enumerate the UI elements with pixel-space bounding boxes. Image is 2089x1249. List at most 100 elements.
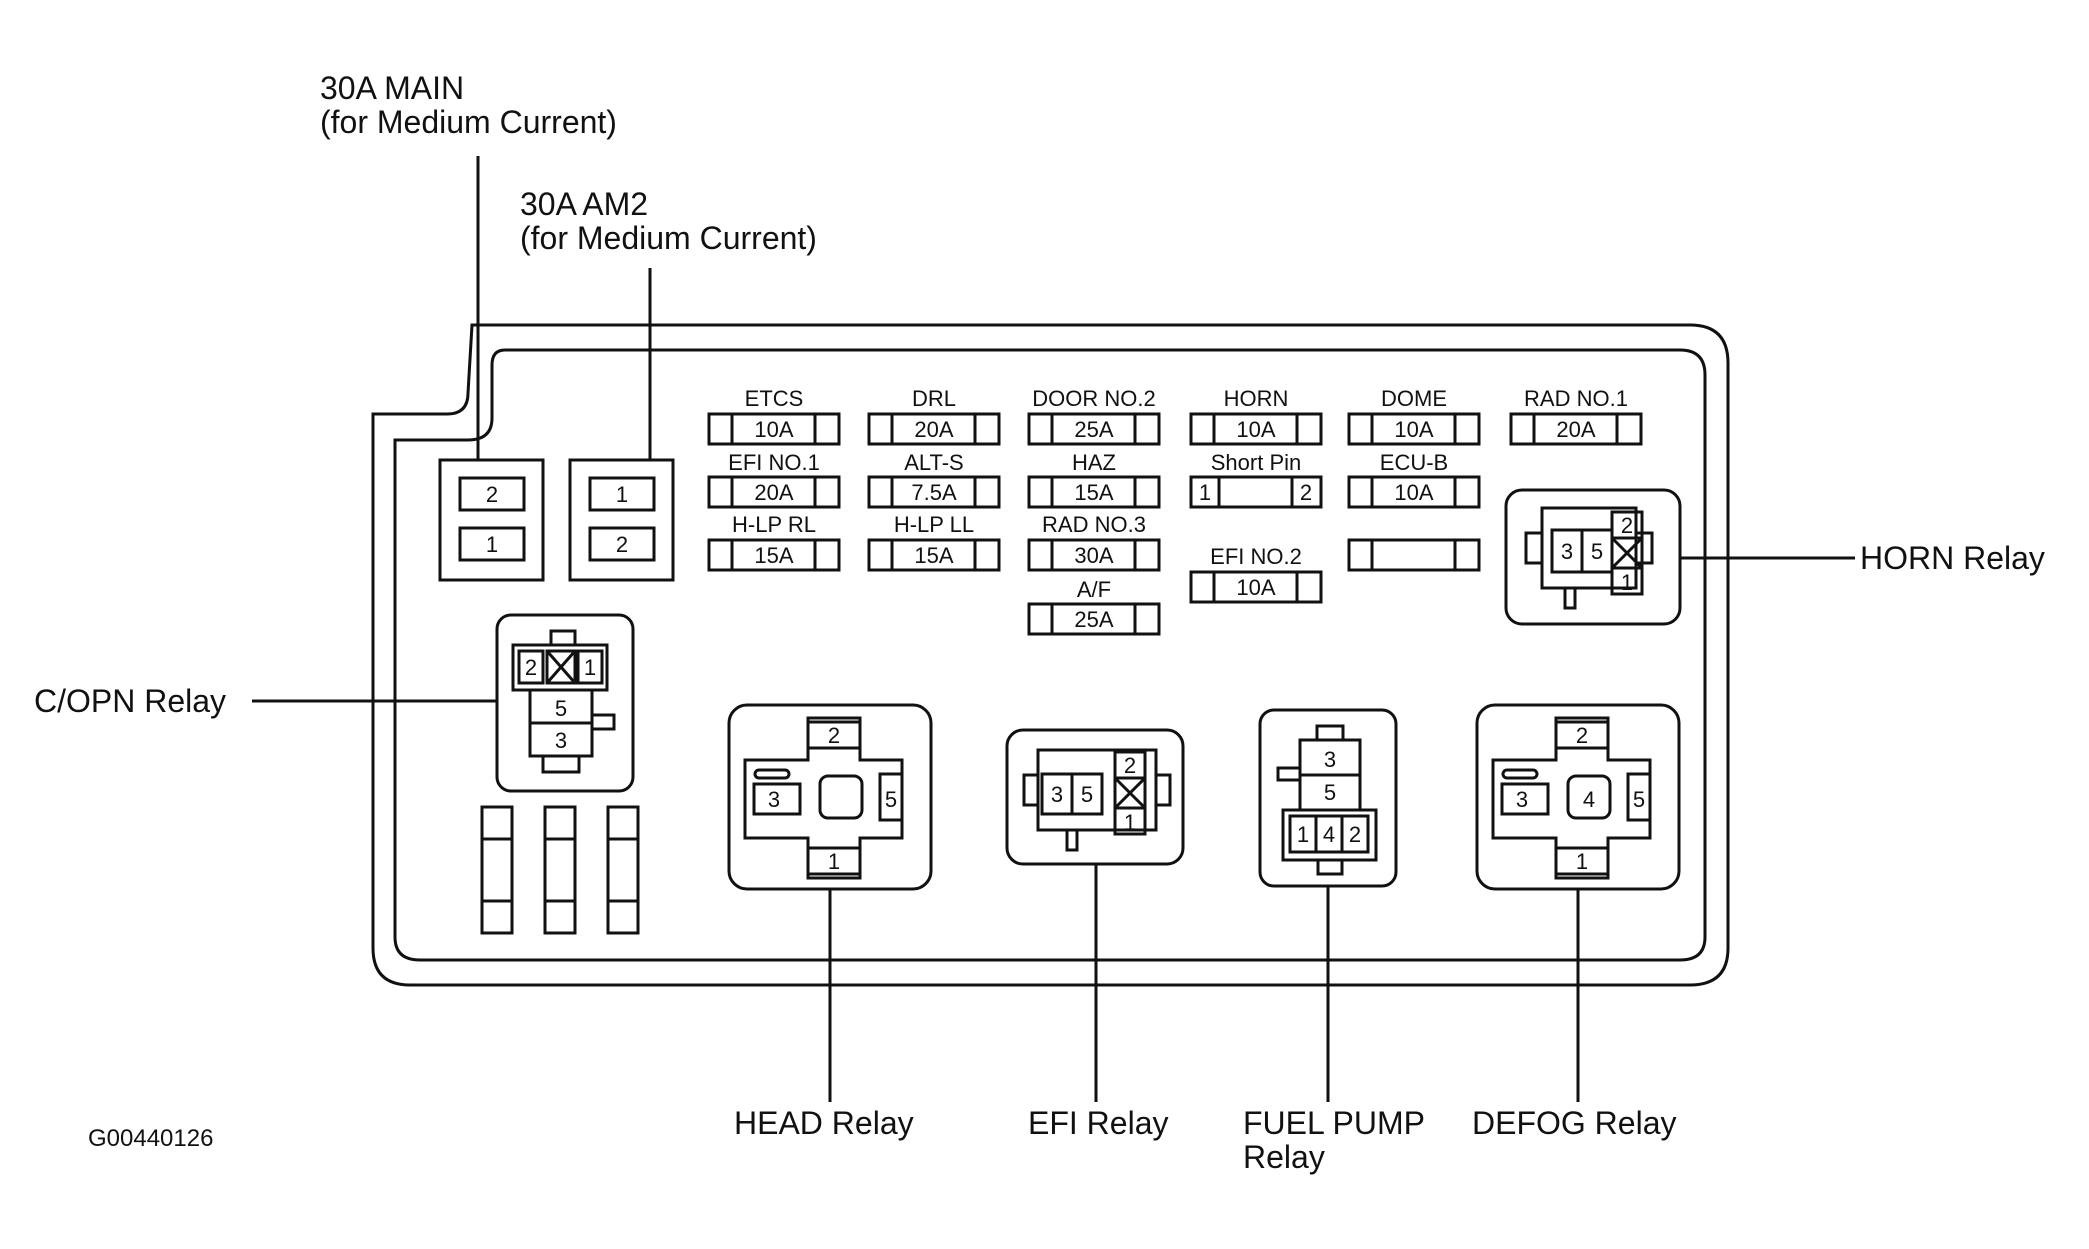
main-fuse-pin-bottom: 1 — [486, 532, 498, 557]
head-relay: 2 3 5 1 — [727, 703, 933, 891]
main-fuse-label-line2: (for Medium Current) — [320, 104, 617, 140]
fuse-label-a-f: A/F — [1077, 577, 1111, 602]
fuse-label-ecu-b: ECU-B — [1380, 450, 1448, 475]
am2-fuse-label-line2: (for Medium Current) — [520, 220, 817, 256]
efi-relay-label: EFI Relay — [1028, 1105, 1168, 1141]
fuse-rating-rad-no1: 20A — [1556, 417, 1595, 442]
fuse-label-efi-no2: EFI NO.2 — [1210, 544, 1302, 569]
am2-fuse-pin-top: 1 — [616, 482, 628, 507]
horn-relay-pin-3: 3 — [1561, 539, 1573, 564]
fuse-label-drl: DRL — [912, 386, 956, 411]
fuse-label-haz: HAZ — [1072, 450, 1116, 475]
fuse-h-lp-rl: 15A — [707, 538, 841, 572]
defog-relay-label: DEFOG Relay — [1472, 1105, 1676, 1141]
efi-relay-pin-5: 5 — [1081, 782, 1093, 807]
short-pin-right: 2 — [1300, 480, 1312, 505]
fuse-etcs: 10A — [707, 412, 841, 446]
fuse-rating-drl: 20A — [914, 417, 953, 442]
fuse-rating-dome: 10A — [1394, 417, 1433, 442]
fuse-label-door-no2: DOOR NO.2 — [1032, 386, 1155, 411]
fuse-rating-alt-s: 7.5A — [911, 480, 957, 505]
main-fuse-label-line1: 30A MAIN — [320, 70, 464, 106]
head-relay-pin-5: 5 — [885, 787, 897, 812]
fuse-efi-no2: 10A — [1189, 570, 1323, 604]
horn-relay-pin-2: 2 — [1621, 513, 1633, 538]
fuse-box-housing-inner — [393, 348, 1707, 962]
defog-relay-pin-2: 2 — [1576, 723, 1588, 748]
fuse-rating-rad-no3: 30A — [1074, 543, 1113, 568]
fuse-box-housing-outer — [371, 323, 1730, 987]
fuse-label-h-lp-rl: H-LP RL — [732, 512, 816, 537]
fuse-efi-no1: 20A — [707, 475, 841, 509]
fuse-label-rad-no3: RAD NO.3 — [1042, 512, 1146, 537]
efi-relay: 3 5 2 1 — [1005, 728, 1185, 866]
fuse-label-dome: DOME — [1381, 386, 1447, 411]
fuse-rad-no3: 30A — [1027, 538, 1161, 572]
fuel-pump-relay-pin-5: 5 — [1324, 780, 1336, 805]
fuse-rating-door-no2: 25A — [1074, 417, 1113, 442]
fuse-label-etcs: ETCS — [745, 386, 804, 411]
spare-fuse-slots — [480, 805, 640, 935]
fuel-pump-relay-pin-2: 2 — [1349, 822, 1361, 847]
fuse-rating-efi-no2: 10A — [1236, 575, 1275, 600]
main-fuse: 2 1 — [438, 458, 545, 582]
fuse-label-h-lp-ll: H-LP LL — [894, 512, 974, 537]
fuse-rating-ecu-b: 10A — [1394, 480, 1433, 505]
copn-relay-pin-1: 1 — [584, 655, 596, 680]
fuse-rating-haz: 15A — [1074, 480, 1113, 505]
fuel-pump-relay-pin-4: 4 — [1323, 822, 1335, 847]
fuse-drl: 20A — [867, 412, 1001, 446]
am2-fuse-pin-bottom: 2 — [616, 532, 628, 557]
fuse-dome: 10A — [1347, 412, 1481, 446]
fuse-horn: 10A — [1189, 412, 1323, 446]
fuse-ecu-b: 10A — [1347, 475, 1481, 509]
short-pin-left: 1 — [1199, 480, 1211, 505]
fuse-rating-efi-no1: 20A — [754, 480, 793, 505]
horn-relay-label: HORN Relay — [1860, 540, 2045, 576]
copn-relay-pin-3: 3 — [555, 728, 567, 753]
am2-fuse-label-line1: 30A AM2 — [520, 186, 648, 222]
fuel-pump-relay-label-line2: Relay — [1243, 1139, 1325, 1175]
defog-relay-pin-3: 3 — [1516, 787, 1528, 812]
fuse-h-lp-ll: 15A — [867, 538, 1001, 572]
fuel-pump-relay-pin-3: 3 — [1324, 747, 1336, 772]
fuse-label-rad-no1: RAD NO.1 — [1524, 386, 1628, 411]
horn-relay-pin-1: 1 — [1621, 570, 1633, 595]
fuse-spare-slot — [1347, 538, 1481, 572]
fuse-label-alt-s: ALT-S — [904, 450, 964, 475]
am2-fuse: 1 2 — [568, 458, 675, 582]
copn-relay-pin-5: 5 — [555, 696, 567, 721]
efi-relay-pin-1: 1 — [1124, 810, 1136, 835]
fuse-label-short-pin: Short Pin — [1211, 450, 1302, 475]
fuse-rating-h-lp-ll: 15A — [914, 543, 953, 568]
copn-relay-label: C/OPN Relay — [34, 683, 226, 719]
defog-relay-pin-5: 5 — [1633, 787, 1645, 812]
fuse-rating-horn: 10A — [1236, 417, 1275, 442]
fuse-rating-etcs: 10A — [754, 417, 793, 442]
fuel-pump-relay: 3 5 1 4 2 — [1258, 708, 1398, 888]
efi-relay-pin-3: 3 — [1051, 782, 1063, 807]
fuse-label-horn: HORN — [1224, 386, 1289, 411]
fuse-rad-no1: 20A — [1509, 412, 1643, 446]
efi-relay-pin-2: 2 — [1124, 753, 1136, 778]
fuse-rating-a-f: 25A — [1074, 607, 1113, 632]
copn-relay-pin-2: 2 — [525, 655, 537, 680]
fuel-pump-relay-pin-1: 1 — [1297, 822, 1309, 847]
head-relay-pin-2: 2 — [828, 723, 840, 748]
fuse-label-efi-no1: EFI NO.1 — [728, 450, 820, 475]
defog-relay-pin-4: 4 — [1583, 787, 1595, 812]
fuse-alt-s: 7.5A — [867, 475, 1001, 509]
horn-relay-pin-5: 5 — [1591, 539, 1603, 564]
fuse-rating-h-lp-rl: 15A — [754, 543, 793, 568]
fuse-door-no2: 25A — [1027, 412, 1161, 446]
head-relay-label: HEAD Relay — [734, 1105, 914, 1141]
defog-relay-pin-1: 1 — [1576, 849, 1588, 874]
fuse-haz: 15A — [1027, 475, 1161, 509]
copn-relay: 2 1 5 3 — [495, 613, 635, 793]
head-relay-pin-1: 1 — [828, 849, 840, 874]
head-relay-pin-3: 3 — [768, 787, 780, 812]
figure-code: G00440126 — [88, 1125, 213, 1152]
defog-relay: 2 3 4 5 1 — [1475, 703, 1681, 891]
